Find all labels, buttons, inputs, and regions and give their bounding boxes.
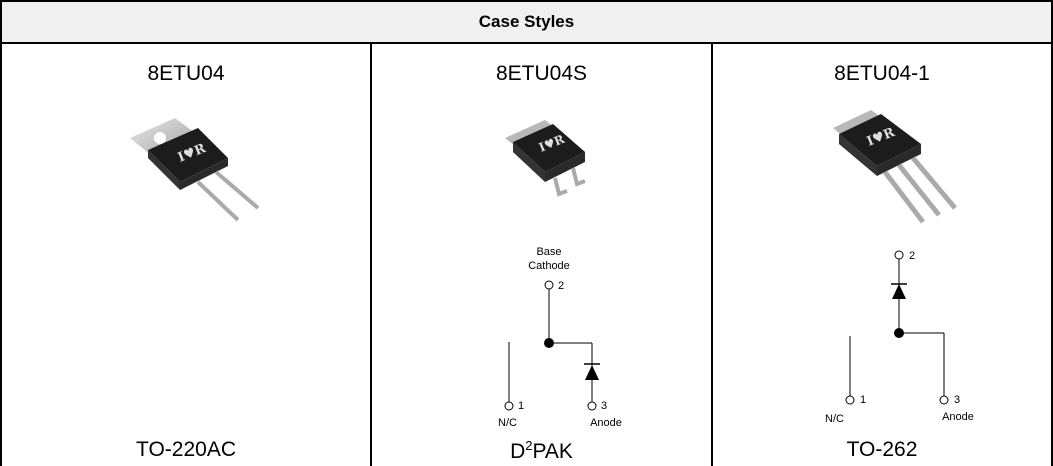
package-d2pak: D2PAK xyxy=(372,438,711,464)
diode-symbol xyxy=(585,365,599,380)
cathode-pin-circle xyxy=(894,250,904,260)
to-220ac-package-photo: I♥R xyxy=(130,118,260,222)
package-d2pak-superscript: 2 xyxy=(525,438,533,453)
nc-label: N/C xyxy=(825,413,844,425)
base-label: Base xyxy=(536,246,561,258)
table-top-border xyxy=(0,0,1053,2)
part-number-8etu04-1: 8ETU04-1 xyxy=(834,62,930,85)
diode-symbol xyxy=(892,284,906,299)
header-bottom-border xyxy=(0,42,1053,44)
package-d2pak-suffix: PAK xyxy=(532,440,573,463)
nc-label: N/C xyxy=(498,417,517,429)
d2pak-schematic: Base Cathode 2 3 Anode 1 N/C xyxy=(498,246,622,429)
cathode-pin-circle xyxy=(544,280,554,290)
package-d2pak-prefix: D xyxy=(510,440,526,463)
nc-pin-circle xyxy=(845,395,855,405)
table-header: Case Styles xyxy=(2,2,1051,42)
nc-pin-number: 1 xyxy=(518,400,524,412)
nc-pin-number: 1 xyxy=(860,394,866,406)
nc-pin-circle xyxy=(504,401,514,411)
to-262-package-photo: I♥R xyxy=(833,110,957,224)
cathode-pin-number: 2 xyxy=(909,250,915,262)
part-number-8etu04: 8ETU04 xyxy=(147,62,225,85)
column-divider-1 xyxy=(370,42,372,466)
cathode-pin-number: 2 xyxy=(558,280,564,292)
anode-label: Anode xyxy=(942,411,974,423)
table-right-border xyxy=(1051,0,1053,466)
anode-pin-circle xyxy=(587,401,597,411)
part-number-8etu04s: 8ETU04S xyxy=(495,62,588,85)
package-to-262: TO-262 xyxy=(846,438,918,461)
anode-label: Anode xyxy=(590,417,622,429)
column-divider-2 xyxy=(711,42,713,466)
table-left-border xyxy=(0,0,2,466)
package-to-220ac: TO-220AC xyxy=(136,438,236,461)
to-262-schematic: 2 3 Anode 1 N/C xyxy=(825,250,974,425)
anode-pin-circle xyxy=(939,395,949,405)
d2pak-package-photo: I♥R xyxy=(505,120,586,197)
anode-pin-number: 3 xyxy=(601,400,607,412)
anode-pin-number: 3 xyxy=(954,394,960,406)
cathode-label: Cathode xyxy=(528,260,570,272)
